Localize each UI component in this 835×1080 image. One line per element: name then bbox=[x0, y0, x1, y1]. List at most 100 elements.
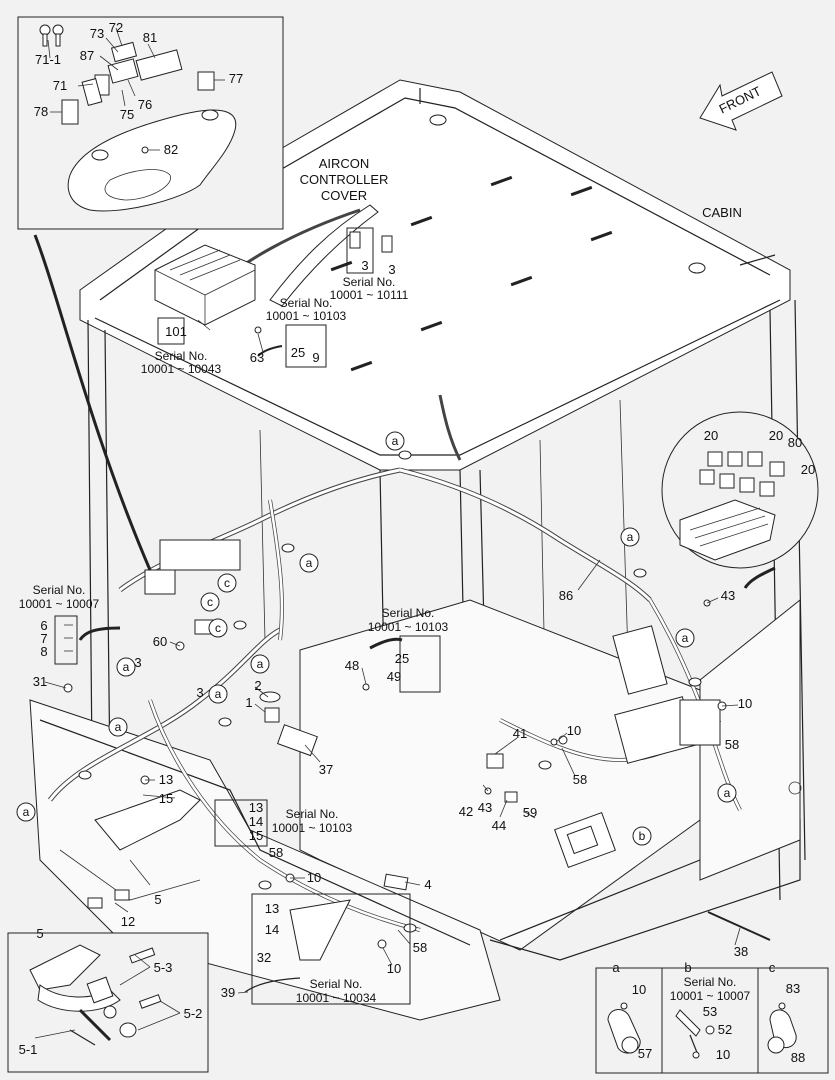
serial-label: Serial No. bbox=[310, 977, 363, 991]
serial-range: 10001 ~ 10103 bbox=[368, 620, 449, 634]
serial-range: 10001 ~ 10103 bbox=[272, 821, 353, 835]
svg-text:a: a bbox=[627, 530, 634, 544]
callout: 14 bbox=[249, 814, 263, 829]
callout: 3 bbox=[134, 655, 141, 670]
callout: 1 bbox=[245, 695, 252, 710]
callout: 9 bbox=[312, 350, 319, 365]
inset-console bbox=[17, 16, 284, 230]
marker-a-3: a bbox=[620, 527, 640, 547]
callout: 5 bbox=[154, 892, 161, 907]
part-callouts: 71-1 73 72 81 87 71 76 75 77 78 82 3 3 1… bbox=[19, 20, 816, 1065]
callout: 57 bbox=[638, 1046, 652, 1061]
callout: 15 bbox=[159, 791, 173, 806]
callout: 76 bbox=[138, 97, 152, 112]
serial-label: Serial No. bbox=[286, 807, 339, 821]
marker-a-5: a bbox=[250, 654, 270, 674]
callout: 63 bbox=[250, 350, 264, 365]
svg-text:a: a bbox=[23, 805, 30, 819]
svg-text:a: a bbox=[306, 556, 313, 570]
callout: 12 bbox=[121, 914, 135, 929]
svg-text:b: b bbox=[639, 829, 646, 843]
callout: 83 bbox=[786, 981, 800, 996]
callout: 13 bbox=[159, 772, 173, 787]
inset-pedal bbox=[7, 932, 209, 1073]
callout: 71-1 bbox=[35, 52, 61, 67]
callout: 13 bbox=[265, 901, 279, 916]
serial-label: Serial No. bbox=[684, 975, 737, 989]
serial-range: 10001 ~ 10034 bbox=[296, 991, 377, 1005]
aircon-label-l2: CONTROLLER bbox=[300, 172, 389, 187]
svg-text:a: a bbox=[724, 786, 731, 800]
callout: 20 bbox=[769, 428, 783, 443]
callout: 4 bbox=[424, 877, 431, 892]
serial-range: 10001 ~ 10007 bbox=[19, 597, 100, 611]
svg-text:a: a bbox=[392, 434, 399, 448]
callout: 43 bbox=[721, 588, 735, 603]
callout: 5-1 bbox=[19, 1042, 38, 1057]
callout: 10 bbox=[567, 723, 581, 738]
callout: 31 bbox=[33, 674, 47, 689]
callout: 72 bbox=[109, 20, 123, 35]
marker-c-2: c bbox=[200, 592, 220, 612]
callout: 53 bbox=[703, 1004, 717, 1019]
marker-a-8: a bbox=[108, 717, 128, 737]
svg-text:c: c bbox=[215, 621, 221, 635]
marker-a-10: a bbox=[717, 783, 737, 803]
callout: 78 bbox=[34, 104, 48, 119]
callout: 10 bbox=[738, 696, 752, 711]
callout: 10 bbox=[387, 961, 401, 976]
serial-label: Serial No. bbox=[155, 349, 208, 363]
serial-label: Serial No. bbox=[33, 583, 86, 597]
callout: 58 bbox=[269, 845, 283, 860]
callout: 43 bbox=[478, 800, 492, 815]
callout: 86 bbox=[559, 588, 573, 603]
callout: 87 bbox=[80, 48, 94, 63]
serial-label: Serial No. bbox=[343, 275, 396, 289]
detail-a-title: a bbox=[612, 960, 620, 975]
callout: 60 bbox=[153, 634, 167, 649]
callout: 71 bbox=[53, 78, 67, 93]
callout: 20 bbox=[704, 428, 718, 443]
serial-range: 10001 ~ 10007 bbox=[670, 989, 751, 1003]
callout: 39 bbox=[221, 985, 235, 1000]
callout: 13 bbox=[249, 800, 263, 815]
marker-a-7: a bbox=[208, 684, 228, 704]
serial-range: 10001 ~ 10111 bbox=[330, 288, 409, 302]
aircon-label-l1: AIRCON bbox=[319, 156, 370, 171]
detail-b-title: b bbox=[684, 960, 691, 975]
svg-text:a: a bbox=[115, 720, 122, 734]
callout: 25 bbox=[395, 651, 409, 666]
detail-c-title: c bbox=[769, 960, 776, 975]
text-labels: AIRCON CONTROLLER COVER FRONT CABIN Seri… bbox=[19, 83, 776, 1005]
callout: 48 bbox=[345, 658, 359, 673]
callout: 81 bbox=[143, 30, 157, 45]
callout: 10 bbox=[632, 982, 646, 997]
callout: 101 bbox=[165, 324, 187, 339]
marker-a-1: a bbox=[385, 431, 405, 451]
callout: 58 bbox=[725, 737, 739, 752]
callout: 6 bbox=[40, 618, 47, 633]
callout: 37 bbox=[319, 762, 333, 777]
marker-a-6: a bbox=[116, 657, 136, 677]
callout: 49 bbox=[387, 669, 401, 684]
callout: 82 bbox=[164, 142, 178, 157]
callout: 44 bbox=[492, 818, 506, 833]
detail-boxes bbox=[595, 967, 829, 1074]
callout: 88 bbox=[791, 1050, 805, 1065]
callout: 7 bbox=[40, 631, 47, 646]
serial-range: 10001 ~ 10103 bbox=[266, 309, 347, 323]
callout: 59 bbox=[523, 805, 537, 820]
serial-boxes bbox=[33, 71, 783, 1005]
svg-text:c: c bbox=[207, 595, 213, 609]
callout: 38 bbox=[734, 944, 748, 959]
aircon-label-l3: COVER bbox=[321, 188, 367, 203]
callout: 80 bbox=[788, 435, 802, 450]
callout: 2 bbox=[254, 678, 261, 693]
callout: 8 bbox=[40, 644, 47, 659]
callout: 42 bbox=[459, 804, 473, 819]
callout: 3 bbox=[361, 258, 368, 273]
callout: 77 bbox=[229, 71, 243, 86]
callout: 75 bbox=[120, 107, 134, 122]
svg-text:a: a bbox=[257, 657, 264, 671]
marker-c-1: c bbox=[217, 573, 237, 593]
